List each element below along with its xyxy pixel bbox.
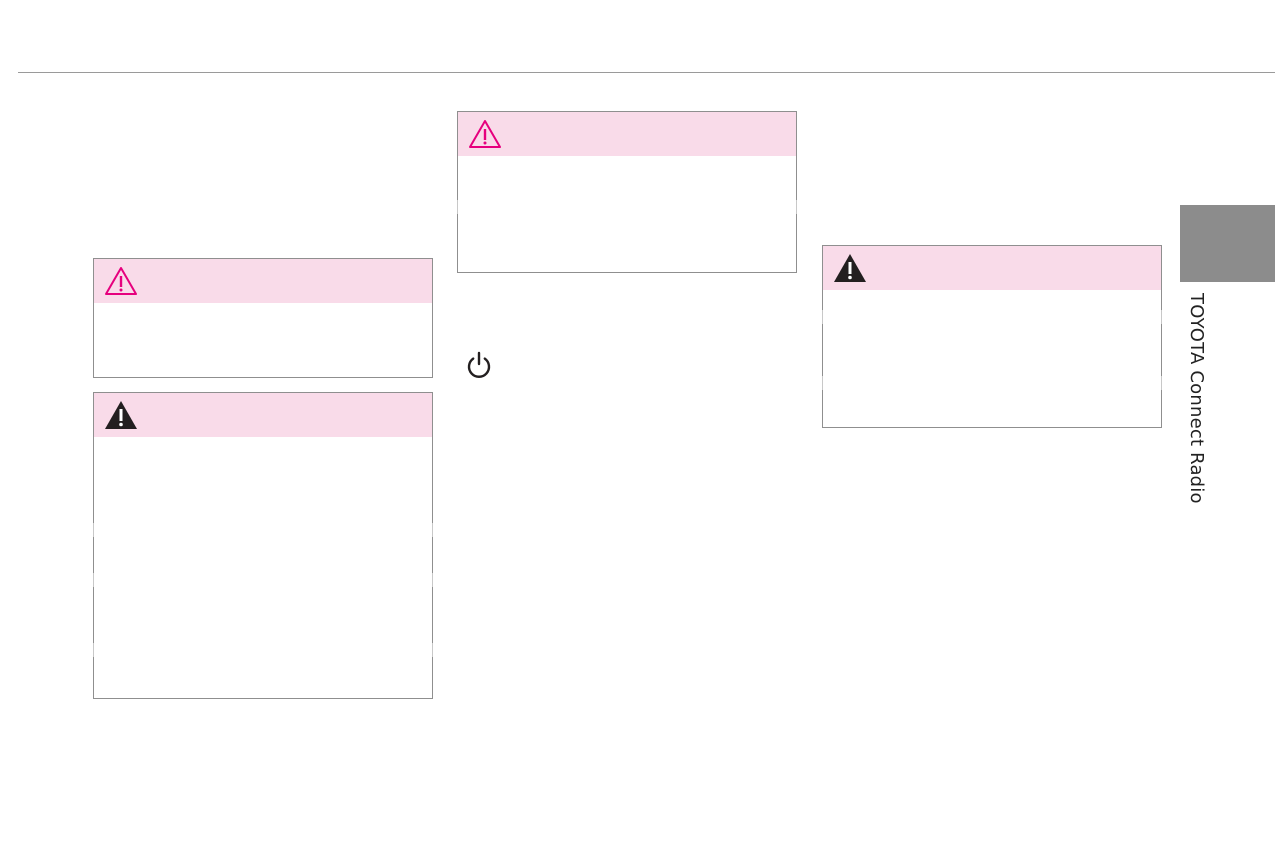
border-tick [93, 523, 94, 537]
warning-notice-box [93, 392, 433, 699]
caution-outline-icon [104, 265, 138, 297]
border-tick [1161, 376, 1162, 390]
warning-notice-header [94, 393, 432, 437]
caution-notice-header [94, 259, 432, 303]
chapter-tab [1180, 205, 1275, 282]
warning-notice-header [823, 246, 1161, 290]
caution-notice-box [93, 258, 433, 378]
chapter-tab-label: TOYOTA Connect Radio [1186, 293, 1207, 504]
border-tick [93, 643, 94, 657]
warning-filled-icon [833, 252, 867, 284]
border-tick [93, 573, 94, 587]
border-tick [457, 200, 458, 214]
border-tick [822, 310, 823, 324]
border-tick [1161, 310, 1162, 324]
border-tick [822, 376, 823, 390]
warning-filled-icon [104, 399, 138, 431]
border-tick [432, 573, 433, 587]
caution-notice-box [457, 111, 797, 273]
caution-outline-icon [468, 118, 502, 150]
header-rule [18, 72, 1275, 73]
caution-notice-header [458, 112, 796, 156]
power-icon [464, 350, 494, 380]
warning-notice-box [822, 245, 1162, 428]
border-tick [432, 643, 433, 657]
border-tick [432, 523, 433, 537]
border-tick [796, 200, 797, 214]
